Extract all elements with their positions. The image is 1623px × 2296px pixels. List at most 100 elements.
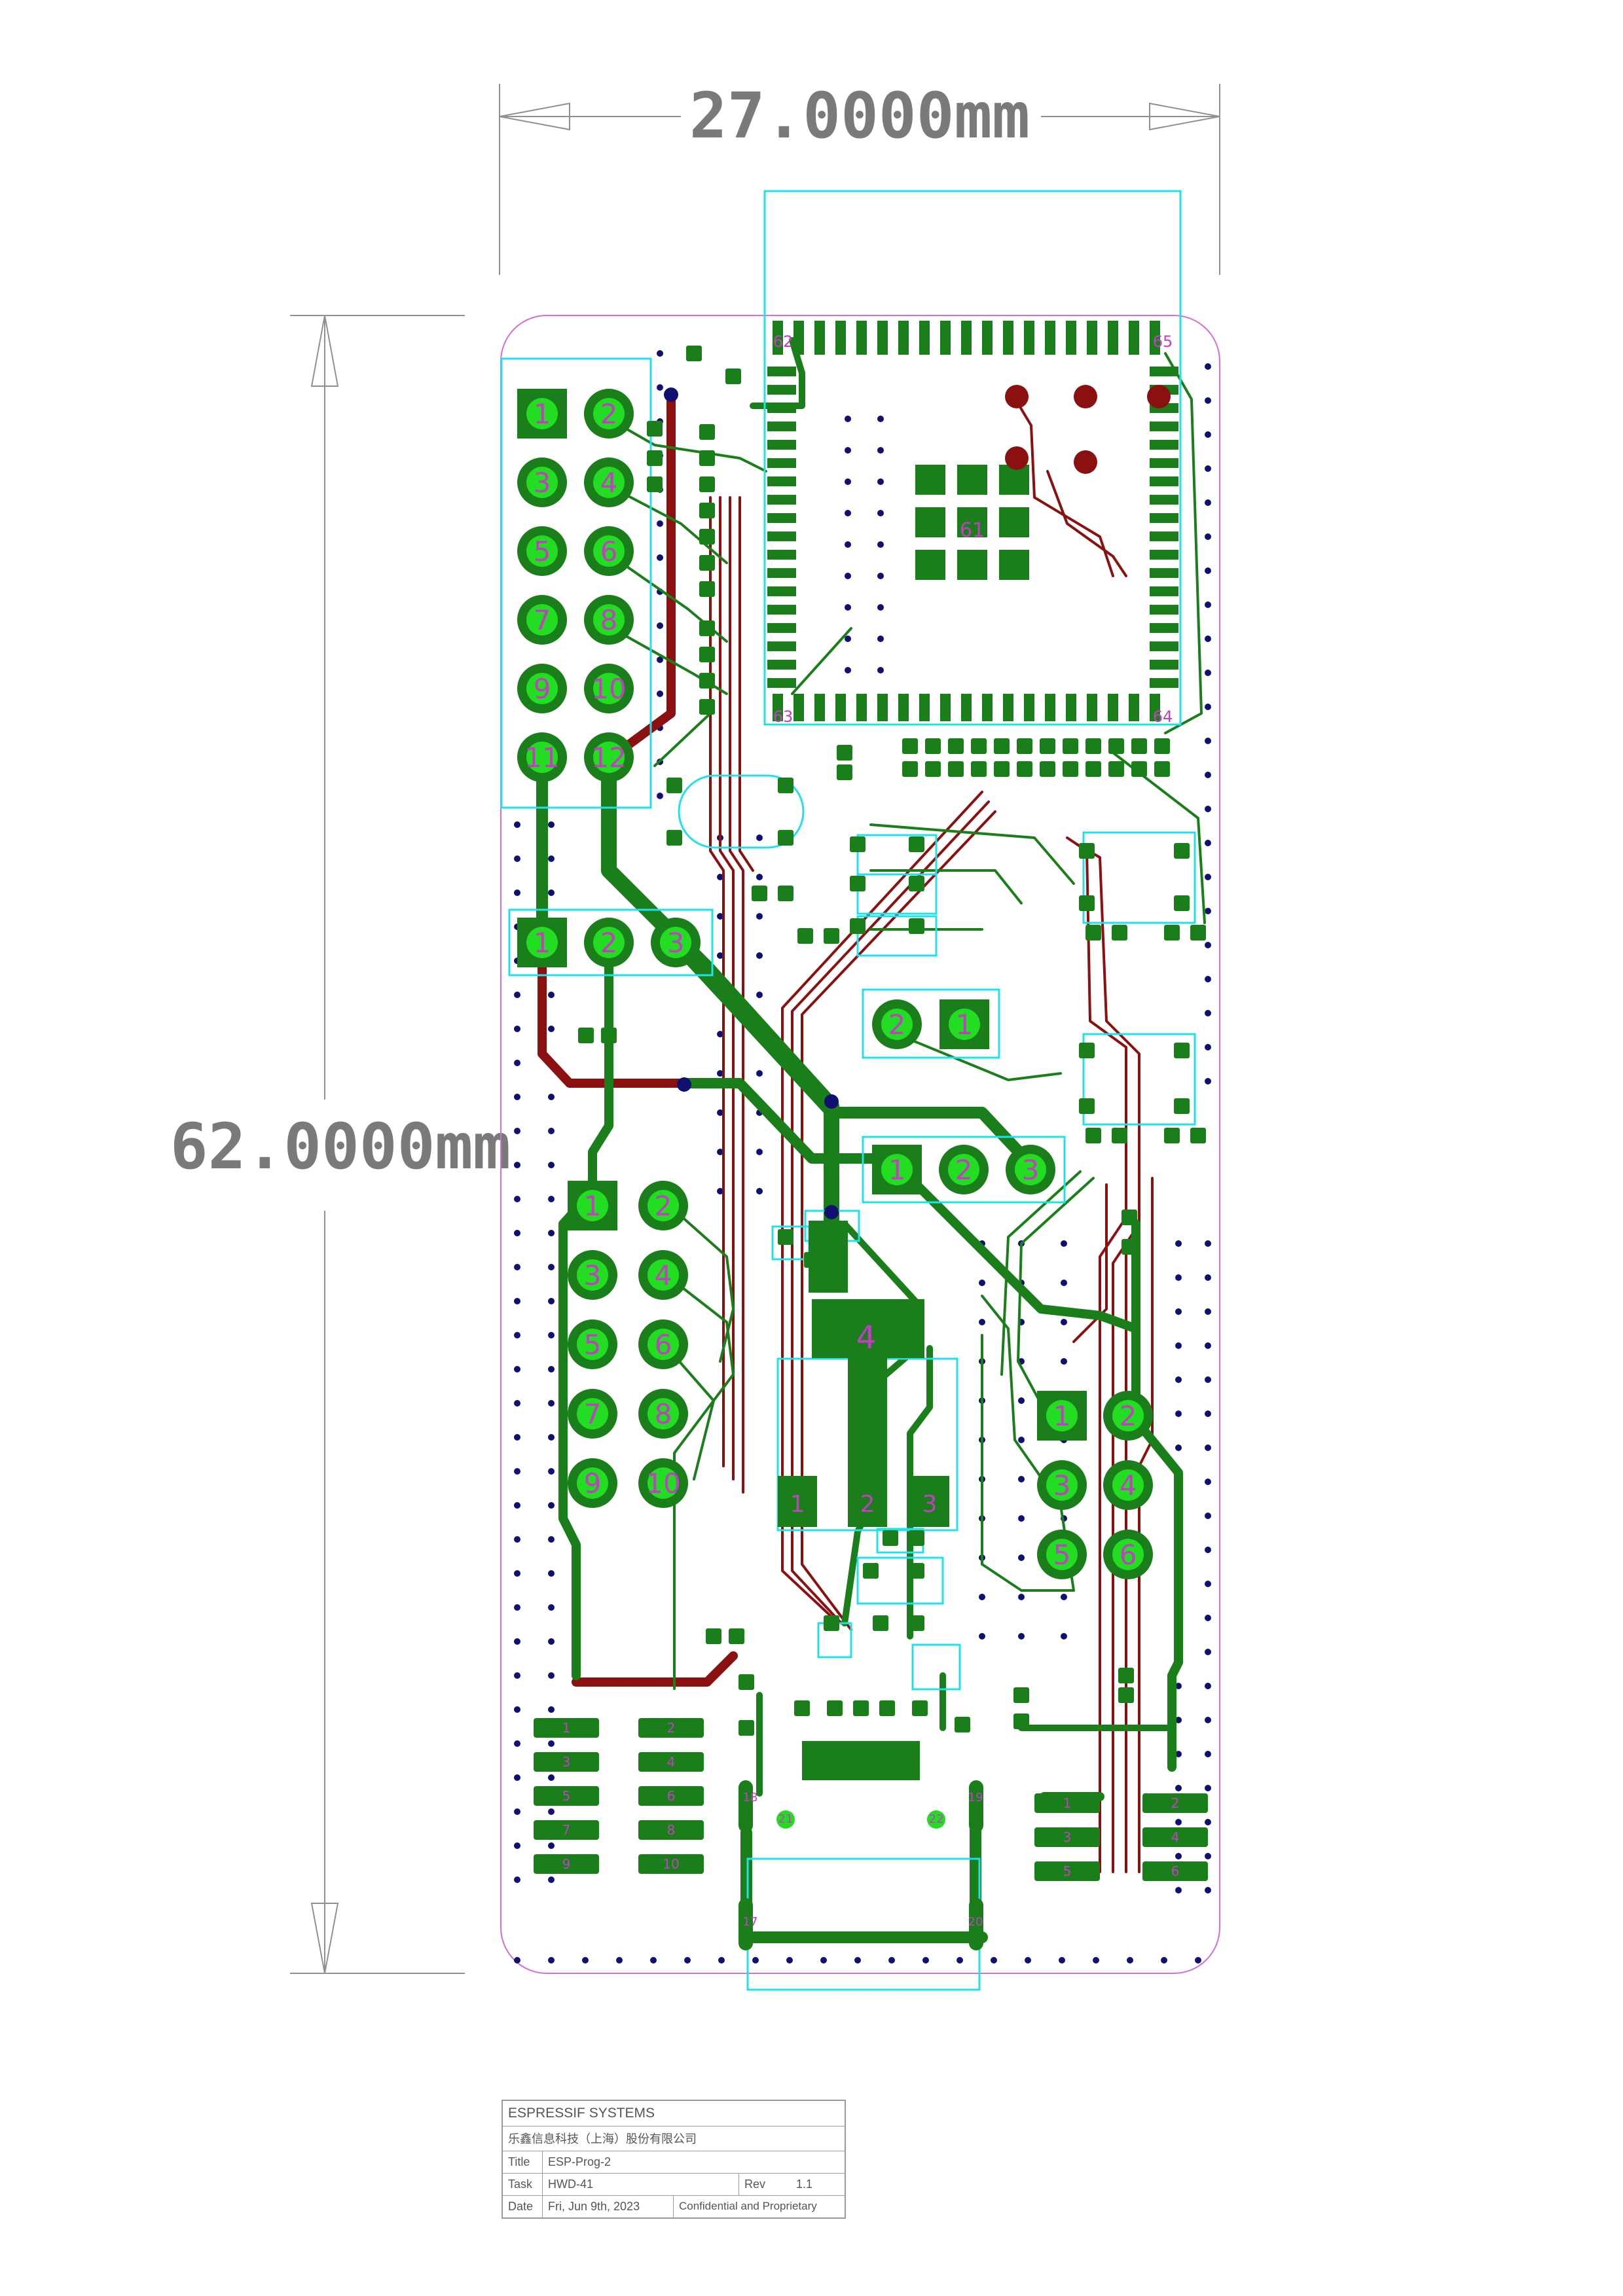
via bbox=[548, 1774, 555, 1781]
via bbox=[548, 1706, 555, 1713]
via bbox=[548, 1026, 555, 1032]
via bbox=[1175, 1274, 1182, 1281]
pin-number: 2 bbox=[888, 1009, 906, 1041]
module-corner-label: 64 bbox=[1153, 708, 1173, 726]
via bbox=[514, 1468, 520, 1475]
via bbox=[717, 952, 723, 959]
smd-pad bbox=[699, 647, 715, 662]
module-pad bbox=[1150, 531, 1178, 541]
module-pad bbox=[1045, 321, 1055, 355]
smd-pad bbox=[1154, 761, 1170, 777]
smd-pad bbox=[794, 1700, 810, 1716]
via bbox=[1205, 806, 1211, 812]
pad-hole bbox=[577, 1259, 608, 1291]
via bbox=[1205, 1240, 1211, 1247]
module-pad bbox=[898, 694, 909, 721]
smd-pad bbox=[638, 1752, 704, 1772]
smd-pad bbox=[647, 476, 663, 492]
pad-hole bbox=[593, 398, 625, 429]
pad-hole bbox=[526, 467, 558, 498]
via bbox=[1161, 1957, 1167, 1964]
smd-pad bbox=[1190, 925, 1206, 941]
via bbox=[548, 1434, 555, 1441]
smd-pad bbox=[1142, 1861, 1208, 1881]
via bbox=[514, 1162, 520, 1168]
via bbox=[1205, 1853, 1211, 1859]
module-pad bbox=[835, 321, 846, 355]
module-pad bbox=[793, 694, 804, 721]
via bbox=[1205, 1615, 1211, 1621]
via bbox=[657, 350, 663, 357]
pad-hole bbox=[593, 673, 625, 704]
module-pad bbox=[1150, 694, 1160, 721]
module-pad bbox=[1108, 321, 1118, 355]
via bbox=[657, 554, 663, 561]
silkscreen-outlines bbox=[500, 190, 1196, 1991]
via bbox=[1018, 1633, 1025, 1640]
via bbox=[1175, 1410, 1182, 1417]
usb-connector bbox=[739, 1741, 983, 1950]
smd-pad bbox=[1154, 738, 1170, 754]
via bbox=[877, 416, 884, 422]
via bbox=[1205, 1717, 1211, 1723]
via bbox=[1205, 1751, 1211, 1757]
pad-hole bbox=[526, 742, 558, 773]
pin-number: 3 bbox=[1053, 1469, 1071, 1501]
via bbox=[548, 1842, 555, 1849]
smd-pad bbox=[534, 1718, 599, 1738]
via bbox=[756, 1070, 763, 1077]
via bbox=[979, 1319, 985, 1325]
pad-hole bbox=[593, 604, 625, 636]
pin-number: 2 bbox=[955, 1154, 973, 1186]
module-pad bbox=[767, 385, 796, 395]
via bbox=[548, 1094, 555, 1100]
module-pad bbox=[1150, 586, 1178, 596]
pad-hole bbox=[881, 1009, 913, 1040]
via bbox=[1205, 499, 1211, 506]
via bbox=[717, 1070, 723, 1077]
company-name-cn: 乐鑫信息科技（上海）股份有限公司 bbox=[508, 2132, 697, 2145]
via bbox=[514, 1774, 520, 1781]
module-pad bbox=[1024, 694, 1034, 721]
board-outline bbox=[500, 315, 1220, 1974]
module-pad bbox=[1150, 550, 1178, 560]
smd-pad bbox=[1142, 1793, 1208, 1813]
smd-pad bbox=[1085, 738, 1101, 754]
via bbox=[650, 1957, 657, 1964]
via bbox=[1175, 1240, 1182, 1247]
pin-number: 4 bbox=[1120, 1469, 1137, 1501]
via bbox=[548, 855, 555, 862]
via bbox=[756, 1188, 763, 1194]
usb-pin-label: 18 bbox=[743, 1791, 758, 1804]
via bbox=[514, 1094, 520, 1100]
smd-pad bbox=[1040, 738, 1055, 754]
pin-number: 4 bbox=[1171, 1829, 1180, 1845]
smd-pad bbox=[686, 346, 702, 361]
via bbox=[514, 1536, 520, 1543]
via bbox=[514, 1638, 520, 1645]
smd-pad bbox=[1164, 925, 1180, 941]
module-pad bbox=[940, 321, 951, 355]
via bbox=[877, 478, 884, 485]
via bbox=[1205, 1581, 1211, 1587]
via bbox=[1175, 1751, 1182, 1757]
smd-pad bbox=[778, 830, 793, 846]
via bbox=[845, 510, 851, 516]
smd-pad bbox=[699, 450, 715, 466]
via bbox=[1175, 1444, 1182, 1451]
rev-value: 1.1 bbox=[796, 2177, 813, 2191]
via bbox=[514, 1957, 520, 1964]
module-pad bbox=[856, 321, 867, 355]
smd-pad bbox=[873, 1615, 888, 1631]
module-pad bbox=[835, 694, 846, 721]
pad-hole bbox=[593, 742, 625, 773]
task-label: Task bbox=[508, 2177, 533, 2191]
smd-pad bbox=[699, 699, 715, 715]
via bbox=[845, 541, 851, 548]
smd-pad bbox=[850, 876, 866, 891]
module-pad bbox=[940, 694, 951, 721]
pin-number: 3 bbox=[584, 1259, 602, 1291]
module-pad bbox=[1003, 694, 1013, 721]
smd-pad bbox=[883, 1530, 898, 1546]
smd-pad bbox=[666, 830, 682, 846]
